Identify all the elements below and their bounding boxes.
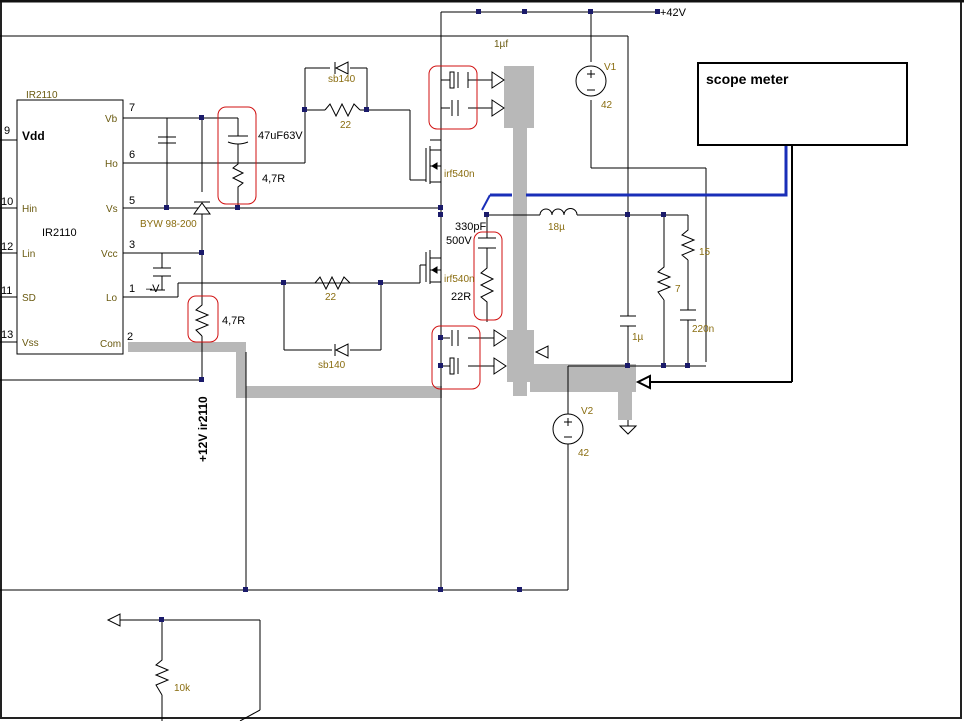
label-cap-boot: 47uF63V [258, 130, 303, 142]
wiring [0, 11, 793, 721]
snubber-resistor [479, 262, 495, 305]
pin-label-lin: Lin [22, 249, 35, 260]
scope-meter-box [697, 62, 908, 146]
label-snubber-cap: 330pF [455, 221, 486, 233]
label-mosfet-high: irf540n [444, 169, 475, 180]
label-diode-byw: BYW 98-200 [140, 219, 197, 230]
label-res-top: 22 [340, 120, 352, 131]
label-cap-top: 1µf [494, 39, 508, 50]
resistor-15 [680, 225, 696, 261]
capacitor-220n [680, 309, 696, 321]
snubber-capacitor [478, 237, 496, 249]
label-v1-value: 42 [601, 100, 613, 111]
bootstrap-cap-small [158, 134, 176, 144]
diode-sb140-top [334, 61, 349, 75]
label-res-load-a: 15 [699, 247, 711, 258]
ic-name-mid: IR2110 [42, 227, 77, 239]
scope-meter-title: scope meter [706, 71, 789, 87]
resistor-4-7r-upper [231, 160, 245, 190]
ground-bus [128, 66, 636, 420]
capacitor-1u [620, 315, 636, 327]
mosfet-high-side [425, 146, 442, 208]
pin-num-6: 6 [129, 149, 135, 161]
label-vcc-sym: –V [146, 283, 160, 295]
label-v1-name: V1 [604, 62, 617, 73]
pin-num-5: 5 [129, 195, 135, 207]
label-snubber-volt: 500V [446, 235, 472, 247]
label-diode-low: sb140 [318, 360, 346, 371]
pin-num-7: 7 [129, 102, 135, 114]
pin-label-vcc: Vcc [101, 249, 118, 260]
pin-num-1: 1 [129, 283, 135, 295]
pin-num-2: 2 [127, 331, 133, 343]
label-cap-220n: 220n [692, 324, 714, 335]
capacitor-pair-top [449, 71, 505, 117]
probe-ground-arrow [635, 374, 651, 390]
pin-label-vb: Vb [105, 114, 118, 125]
pin-label-com: Com [100, 339, 121, 350]
ic-name-top: IR2110 [26, 90, 58, 101]
capacitor-47uf [227, 130, 249, 160]
pin-label-vs: Vs [106, 204, 118, 215]
pin-label-ho: Ho [105, 159, 118, 170]
pin-num-13: 13 [1, 329, 13, 341]
resistor-7 [656, 262, 672, 301]
highlight-boxes [187, 65, 503, 390]
resistor-4-7r-lower [194, 300, 210, 337]
voltage-source-v1 [575, 65, 607, 97]
pin-label-vdd: Vdd [22, 129, 45, 143]
label-v2-value: 42 [578, 448, 590, 459]
pin-label-hin: Hin [22, 204, 37, 215]
probe-wire [481, 140, 788, 211]
label-diode-top: sb140 [328, 74, 356, 85]
pin-num-11: 11 [1, 285, 12, 297]
resistor-22-top [324, 102, 361, 118]
label-res-low: 22 [325, 292, 337, 303]
label-v2-name: V2 [581, 406, 594, 417]
signal-arrow [106, 613, 121, 627]
label-snubber-res: 22R [451, 291, 471, 303]
resistor-10k [154, 655, 170, 696]
ic-left-pin-stubs [0, 139, 17, 343]
label-cap-out: 1µ [632, 332, 644, 343]
ground-symbol [618, 420, 638, 435]
inductor-18u [539, 208, 578, 216]
pin-num-3: 3 [129, 239, 135, 251]
vcc-capacitor [150, 267, 171, 291]
capacitor-pair-low [449, 329, 549, 375]
label-mosfet-low: irf540n [444, 274, 475, 285]
pin-num-10: 10 [1, 196, 13, 208]
label-inductor: 18µ [548, 222, 565, 233]
pin-num-9: 9 [4, 125, 10, 137]
label-supply-12v: +12V ir2110 [196, 396, 210, 462]
mosfet-low-side [425, 250, 441, 284]
label-res-load-b: 7 [675, 284, 681, 295]
label-res-boot: 4,7R [262, 173, 285, 185]
diode-sb140-low [334, 343, 349, 357]
diode-byw98 [193, 201, 211, 215]
label-supply-top: +42V [660, 7, 687, 19]
pin-label-sd: SD [22, 293, 36, 304]
voltage-source-v2 [552, 413, 584, 445]
pin-num-12: 12 [1, 241, 13, 253]
label-res-gate-low: 4,7R [222, 315, 245, 327]
label-res-10k: 10k [174, 683, 191, 694]
resistor-22-low [314, 275, 351, 291]
pin-label-lo: Lo [106, 293, 118, 304]
ic-ir2110-body [16, 99, 124, 355]
junction-dots [159, 9, 690, 622]
pin-label-vss: Vss [22, 338, 39, 349]
